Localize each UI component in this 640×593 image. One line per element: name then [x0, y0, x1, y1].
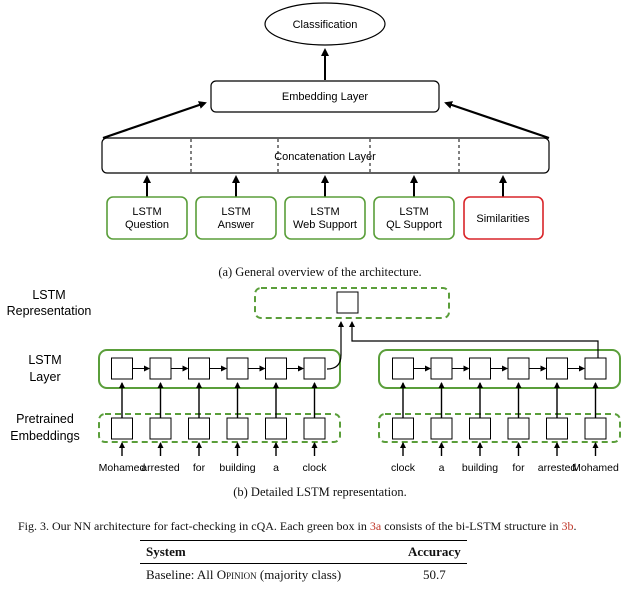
- right-embedding-cell: [507, 417, 530, 440]
- representation-cell: [336, 291, 359, 314]
- right-embedding-cell: [392, 417, 414, 440]
- right-lstm-cell: [546, 357, 568, 380]
- right-word-label: for: [512, 462, 525, 474]
- left-lstm-layer-box: [98, 349, 341, 389]
- left-embedding-cell: [265, 417, 287, 440]
- row-label-layer-2: Layer: [29, 370, 60, 384]
- system-suffix: (majority class): [256, 567, 342, 582]
- left-lstm-cell: [188, 357, 210, 380]
- lstm-answer-box: [195, 196, 277, 240]
- right-embedding-cell: [546, 417, 568, 440]
- right-embedding-cell: [584, 417, 607, 440]
- right-word-label: clock: [391, 462, 416, 474]
- similarities-box: [463, 196, 544, 240]
- lstm-answer-line2: Answer: [218, 219, 255, 231]
- left-word-label: for: [193, 462, 206, 474]
- subcaption-a: (a) General overview of the architecture…: [218, 265, 422, 279]
- subcaption-b: (b) Detailed LSTM representation.: [233, 485, 407, 499]
- left-word-label: building: [219, 462, 255, 474]
- left-lstm-cell: [111, 357, 133, 380]
- lstm-answer-line1: LSTM: [221, 206, 250, 218]
- right-embedding-cell: [430, 417, 453, 440]
- right-lstm-cell: [469, 357, 491, 380]
- architecture-diagram: Classification Embedding Layer Concatena…: [7, 2, 621, 474]
- left-lstm-cell: [303, 357, 326, 380]
- right-lstm-cell: [392, 357, 414, 380]
- embedding-layer-box: [210, 80, 440, 113]
- table-row: Baseline: All Opinion (majority class) 5…: [140, 564, 467, 587]
- representation-dashed-box: [254, 287, 450, 319]
- embedding-layer-label: Embedding Layer: [282, 91, 369, 103]
- ref-3b-link[interactable]: 3b: [561, 519, 574, 533]
- left-embedding-cell: [303, 417, 326, 440]
- similarities-label: Similarities: [476, 213, 530, 225]
- right-lstm-cell: [430, 357, 453, 380]
- connector-right-to-representation: [349, 321, 599, 358]
- header-accuracy: Accuracy: [402, 540, 467, 564]
- left-embedding-cell: [111, 417, 133, 440]
- right-word-label: Mohamed: [572, 462, 619, 474]
- row-label-embeddings-2: Embeddings: [10, 429, 80, 443]
- right-embeddings-dashed-box: [378, 413, 621, 443]
- lstm-ql-support-line2: QL Support: [386, 219, 442, 231]
- header-system: System: [140, 540, 402, 564]
- system-cell: Baseline: All Opinion (majority class): [140, 564, 402, 587]
- classification-label: Classification: [293, 19, 358, 31]
- concatenation-layer-box: [101, 137, 550, 174]
- right-word-label: a: [439, 462, 445, 474]
- classification-node: [264, 2, 386, 46]
- accuracy-cell: 50.7: [422, 567, 446, 582]
- table-header-row: System Accuracy: [140, 540, 467, 564]
- lstm-question-box: [106, 196, 188, 240]
- right-lstm-cell: [584, 357, 607, 380]
- left-word-label: a: [273, 462, 279, 474]
- right-word-label: building: [462, 462, 498, 474]
- system-prefix: Baseline: All: [146, 567, 217, 582]
- concatenation-layer-label: Concatenation Layer: [274, 151, 376, 163]
- row-label-representation-2: Representation: [7, 304, 92, 318]
- figure-caption-middle: consists of the bi-LSTM structure in: [381, 519, 562, 533]
- figure-caption-suffix: .: [573, 519, 577, 533]
- arrow-concat-to-embedding-left: [102, 101, 207, 140]
- left-lstm-cell: [226, 357, 249, 380]
- lstm-web-support-line2: Web Support: [293, 219, 357, 231]
- row-label-layer-1: LSTM: [28, 353, 61, 367]
- left-embedding-cell: [188, 417, 210, 440]
- left-embeddings-dashed-box: [98, 413, 341, 443]
- lstm-ql-support-line1: LSTM: [399, 206, 428, 218]
- connector-left-to-representation: [326, 321, 344, 370]
- arrow-concat-to-embedding-right: [444, 101, 550, 140]
- figure-caption: Fig. 3. Our NN architecture for fact-che…: [18, 519, 628, 534]
- left-lstm-cell: [265, 357, 287, 380]
- system-smallcaps: Opinion: [216, 567, 257, 582]
- left-embedding-cell: [149, 417, 172, 440]
- row-label-representation-1: LSTM: [32, 288, 65, 302]
- lstm-question-line1: LSTM: [132, 206, 161, 218]
- left-word-label: clock: [303, 462, 328, 474]
- left-lstm-cell: [149, 357, 172, 380]
- lstm-ql-support-box: [373, 196, 455, 240]
- right-lstm-cell: [507, 357, 530, 380]
- left-word-label: arrested: [141, 462, 180, 474]
- lstm-question-line2: Question: [125, 219, 169, 231]
- right-lstm-layer-box: [378, 349, 621, 389]
- row-label-embeddings-1: Pretrained: [16, 412, 74, 426]
- left-word-label: Mohamed: [99, 462, 146, 474]
- right-embedding-cell: [469, 417, 491, 440]
- left-embedding-cell: [226, 417, 249, 440]
- ref-3a-link[interactable]: 3a: [369, 519, 382, 533]
- right-word-label: arrested: [538, 462, 577, 474]
- figure-caption-prefix: Fig. 3. Our NN architecture for fact-che…: [18, 519, 370, 533]
- lstm-web-support-box: [284, 196, 366, 240]
- lstm-web-support-line1: LSTM: [310, 206, 339, 218]
- results-table: System Accuracy Baseline: All Opinion (m…: [140, 540, 467, 586]
